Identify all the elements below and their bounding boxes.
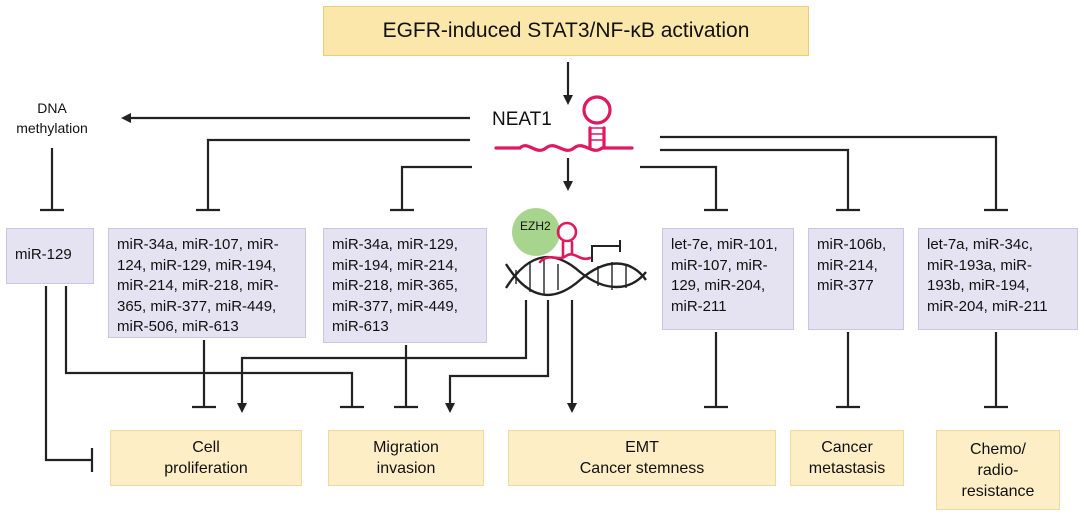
inhibit-neat1-to-group3 <box>400 165 472 210</box>
neat1-label: NEAT1 <box>492 109 552 130</box>
dna-methylation-label: DNA methylation <box>16 100 88 136</box>
inhibit-mir129-to-migration <box>64 286 354 407</box>
outcome-emt-cancer-stemness: EMT Cancer stemness <box>508 430 776 486</box>
inhibit-neat1-to-group5 <box>660 148 850 210</box>
ezh2-dna-complex-icon <box>504 208 647 297</box>
arrow-ezh2-to-proliferation <box>237 300 528 413</box>
ezh2-label: EZH2 <box>520 219 551 233</box>
mirna-box-emt-group: let-7e, miR-101, miR-107, miR- 129, miR-… <box>662 228 794 330</box>
ezh2-blob <box>512 208 560 256</box>
neat1-rna-icon <box>494 95 634 152</box>
outcome-cell-proliferation: Cell proliferation <box>110 430 302 486</box>
mirna-box-migration-group: miR-34a, miR-129, miR-194, miR-214, miR-… <box>323 228 487 343</box>
arrow-ezh2-to-migration <box>445 300 550 413</box>
inhibit-mir129-to-proliferation <box>44 286 92 462</box>
inhibit-neat1-to-group4 <box>640 165 718 210</box>
outcome-cancer-metastasis: Cancer metastasis <box>790 430 904 486</box>
mirna-box-proliferation-group: miR-34a, miR-107, miR- 124, miR-129, miR… <box>108 228 306 338</box>
title-box: EGFR-induced STAT3/NF-κB activation <box>323 6 809 56</box>
inhibit-neat1-to-group2 <box>206 138 470 210</box>
mirna-box-metastasis-group: miR-106b, miR-214, miR-377 <box>808 228 904 330</box>
mirna-box-resistance-group: let-7a, miR-34c, miR-193a, miR- 193b, mi… <box>918 228 1078 330</box>
title-text: EGFR-induced STAT3/NF-κB activation <box>382 19 750 42</box>
outcome-migration-invasion: Migration invasion <box>328 430 484 486</box>
mirna-box-mir129: miR-129 <box>6 228 94 284</box>
outcome-chemo-radio-resistance: Chemo/ radio- resistance <box>936 430 1060 510</box>
inhibit-neat1-to-group6 <box>660 135 998 210</box>
